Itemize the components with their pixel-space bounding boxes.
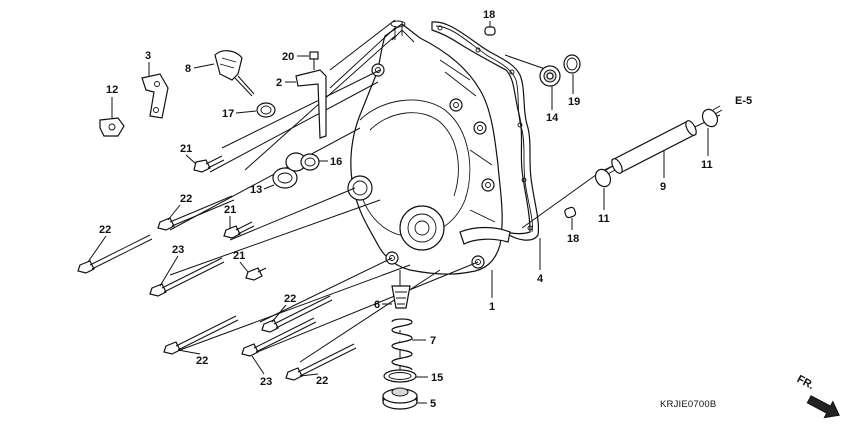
crankcase-cover bbox=[347, 20, 511, 275]
front-direction-arrow: FR. bbox=[795, 373, 840, 419]
spring bbox=[391, 318, 413, 371]
label-23a: 23 bbox=[172, 244, 184, 256]
label-9: 9 bbox=[660, 181, 666, 193]
label-1: 1 bbox=[489, 301, 495, 313]
label-15: 15 bbox=[431, 372, 443, 384]
label-18b: 18 bbox=[567, 233, 579, 245]
label-17: 17 bbox=[222, 108, 234, 120]
bolt-22-c bbox=[261, 295, 333, 333]
bolt-20 bbox=[309, 51, 319, 70]
hose-clip bbox=[701, 105, 723, 128]
dowel-pin bbox=[484, 26, 496, 36]
cap bbox=[382, 387, 418, 410]
label-3: 3 bbox=[145, 50, 151, 62]
strainer bbox=[391, 285, 411, 309]
label-22e: 22 bbox=[316, 375, 328, 387]
label-16: 16 bbox=[330, 156, 342, 168]
direction-label: FR. bbox=[795, 373, 816, 392]
o-ring bbox=[256, 102, 276, 118]
plug bbox=[272, 152, 307, 189]
o-ring bbox=[383, 369, 417, 383]
label-12: 12 bbox=[106, 84, 118, 96]
label-23b: 23 bbox=[260, 376, 272, 388]
label-11b: 11 bbox=[598, 213, 610, 225]
stay-bracket bbox=[295, 69, 327, 139]
label-22b: 22 bbox=[99, 224, 111, 236]
label-5: 5 bbox=[430, 398, 436, 410]
label-6: 6 bbox=[374, 299, 380, 311]
label-21a: 21 bbox=[180, 143, 192, 155]
reference-label: E-5 bbox=[735, 95, 752, 107]
hose-clip bbox=[594, 165, 616, 188]
bolt-22-e bbox=[285, 343, 357, 381]
label-19: 19 bbox=[568, 96, 580, 108]
label-21c: 21 bbox=[233, 250, 245, 262]
label-7: 7 bbox=[430, 335, 436, 347]
label-22d: 22 bbox=[196, 355, 208, 367]
label-13: 13 bbox=[250, 184, 262, 196]
bolt-22-b bbox=[77, 234, 153, 274]
o-ring bbox=[300, 153, 320, 171]
dipstick bbox=[214, 50, 255, 97]
arrow-right-icon bbox=[806, 395, 840, 419]
drawing-code: KRJIE0700B bbox=[660, 399, 716, 410]
label-22c: 22 bbox=[284, 293, 296, 305]
label-22a: 22 bbox=[180, 193, 192, 205]
label-2: 2 bbox=[276, 77, 282, 89]
label-8: 8 bbox=[185, 63, 191, 75]
bolt-23-b bbox=[241, 317, 317, 357]
bolt-21-c bbox=[245, 267, 267, 281]
label-4: 4 bbox=[537, 273, 544, 285]
part-labels: 1 2 3 4 5 6 7 8 9 11 11 12 13 14 15 16 1… bbox=[87, 9, 713, 410]
label-18a: 18 bbox=[483, 9, 495, 21]
label-14: 14 bbox=[546, 112, 559, 124]
dowel-pin bbox=[564, 206, 577, 219]
label-21b: 21 bbox=[224, 204, 236, 216]
circlip bbox=[563, 54, 581, 74]
clamp bbox=[99, 117, 125, 137]
bolt-22-a bbox=[157, 195, 235, 231]
bolt-21-a bbox=[193, 155, 225, 173]
oil-seal bbox=[539, 65, 561, 87]
bolt-22-d bbox=[163, 315, 239, 355]
hose bbox=[611, 120, 697, 174]
label-20: 20 bbox=[282, 51, 294, 63]
bracket bbox=[141, 73, 169, 119]
bolt-23-a bbox=[149, 257, 225, 297]
label-11a: 11 bbox=[701, 159, 713, 171]
bolt-21-b bbox=[223, 221, 255, 239]
